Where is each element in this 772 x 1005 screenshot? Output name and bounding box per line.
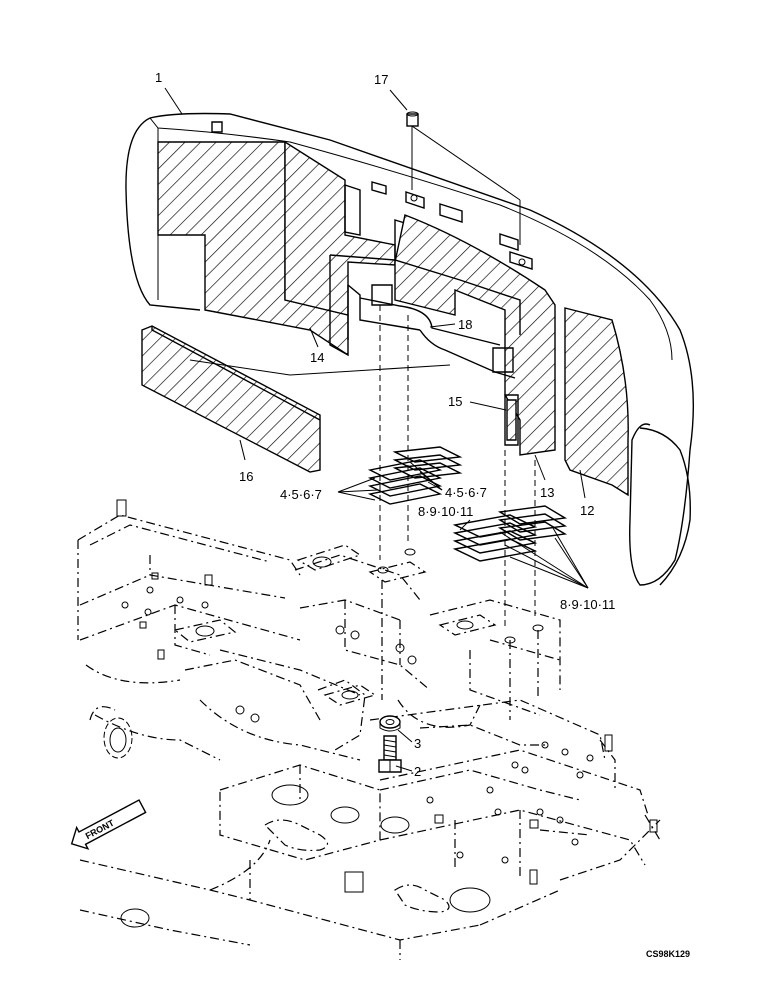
drawing-code: CS98K129 xyxy=(646,949,690,959)
front-arrow: FRONT xyxy=(70,799,147,850)
label-shims-8-11-lower: 8·9·10·11 xyxy=(560,597,615,612)
label-part-15: 15 xyxy=(448,394,462,409)
label-part-3: 3 xyxy=(414,736,421,751)
label-shims-4-7-right: 4·5·6·7 xyxy=(445,485,487,500)
part-labels: 1 17 18 14 15 16 13 12 4·5·6·7 4·5·6·7 8… xyxy=(155,70,615,779)
label-part-14: 14 xyxy=(310,350,324,365)
weight-plate-14 xyxy=(157,140,409,357)
label-part-12: 12 xyxy=(580,503,594,518)
alignment-lines xyxy=(379,305,539,720)
label-part-2: 2 xyxy=(414,764,421,779)
bolt-17 xyxy=(406,111,521,245)
plate-15 xyxy=(504,394,519,446)
bracket-18 xyxy=(329,254,521,379)
label-part-16: 16 xyxy=(239,469,253,484)
upper-frame xyxy=(77,499,561,761)
label-part-1: 1 xyxy=(155,70,162,85)
leader-lines xyxy=(164,87,589,772)
label-shims-8-11-upper: 8·9·10·11 xyxy=(418,504,473,519)
shim-stack-4-7 xyxy=(367,446,463,505)
label-part-17: 17 xyxy=(374,72,388,87)
weight-plate-13 xyxy=(394,214,556,456)
label-shims-4-7-left: 4·5·6·7 xyxy=(280,487,322,502)
washer-3 xyxy=(379,715,401,732)
bolt-2 xyxy=(378,735,402,773)
label-part-18: 18 xyxy=(458,317,472,332)
weight-block-16 xyxy=(141,325,451,473)
weight-plate-12 xyxy=(564,307,629,497)
counterweight-body xyxy=(125,112,695,586)
shim-stack-8-11 xyxy=(452,505,568,562)
lower-frame xyxy=(79,586,661,960)
label-part-13: 13 xyxy=(540,485,554,500)
